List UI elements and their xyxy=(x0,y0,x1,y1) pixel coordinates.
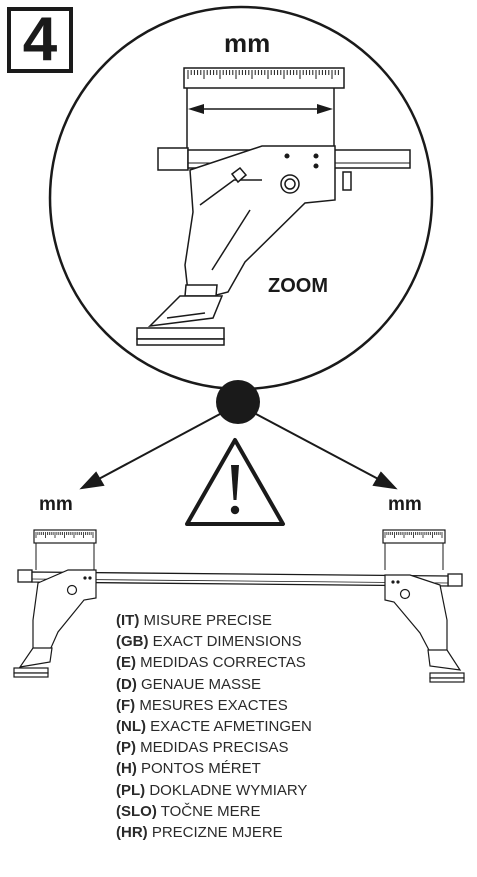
right-unit-label: mm xyxy=(388,494,422,515)
zoom-ruler xyxy=(183,67,345,148)
zoom-unit-label: mm xyxy=(224,28,271,58)
language-code: (PL) xyxy=(116,781,146,799)
language-text: MEDIDAS CORRECTAS xyxy=(140,654,306,672)
roof-bar xyxy=(17,569,463,587)
zoom-foot-drawing xyxy=(136,145,411,346)
step-number-box: 4 xyxy=(7,7,73,73)
language-code: (IT) xyxy=(116,612,140,629)
pointer-arrows xyxy=(79,413,398,490)
language-code: (HR) xyxy=(116,824,148,842)
right-foot xyxy=(384,574,465,683)
zoom-connector-dot xyxy=(216,380,260,424)
language-text: MEDIDAS PRECISAS xyxy=(140,739,289,757)
language-text: EXACT DIMENSIONS xyxy=(152,633,302,651)
left-ruler xyxy=(33,529,97,570)
zoom-label: ZOOM xyxy=(268,275,328,297)
step-number: 4 xyxy=(22,5,58,74)
dimension-arrow xyxy=(188,104,333,114)
language-text: MISURE PRECISE xyxy=(143,612,272,629)
language-code: (F) xyxy=(116,696,136,714)
language-code: (D) xyxy=(116,675,137,693)
language-item: (H) PONTOS MÉRET xyxy=(116,758,312,779)
language-item: (D) GENAUE MASSE xyxy=(116,674,312,695)
left-foot xyxy=(13,569,97,678)
language-item: (F) MESURES EXACTES xyxy=(116,695,312,716)
language-code: (H) xyxy=(116,760,137,778)
language-text: MESURES EXACTES xyxy=(139,696,288,714)
language-text: DOKLADNE WYMIARY xyxy=(149,781,308,799)
language-item: (E) MEDIDAS CORRECTAS xyxy=(116,652,312,673)
language-text: PONTOS MÉRET xyxy=(141,760,261,778)
language-text: PRECIZNE MJERE xyxy=(151,824,283,842)
language-code: (SLO) xyxy=(116,802,157,820)
left-unit-label: mm xyxy=(39,494,73,515)
language-code: (NL) xyxy=(116,718,146,736)
language-code: (P) xyxy=(116,739,136,757)
warning-triangle-icon xyxy=(185,438,285,526)
language-list: (IT) MISURE PRECISE (GB) EXACT DIMENSION… xyxy=(116,610,312,843)
language-text: GENAUE MASSE xyxy=(141,675,262,693)
language-item: (IT) MISURE PRECISE xyxy=(116,610,312,631)
language-item: (P) MEDIDAS PRECISAS xyxy=(116,737,312,758)
language-code: (E) xyxy=(116,654,136,672)
language-item: (NL) EXACTE AFMETINGEN xyxy=(116,716,312,737)
language-item: (GB) EXACT DIMENSIONS xyxy=(116,631,312,652)
language-text: EXACTE AFMETINGEN xyxy=(150,718,312,736)
language-item: (HR) PRECIZNE MJERE xyxy=(116,822,312,843)
language-code: (GB) xyxy=(116,633,149,651)
language-item: (PL) DOKLADNE WYMIARY xyxy=(116,780,312,801)
language-text: TOČNE MERE xyxy=(160,802,261,820)
language-item: (SLO) TOČNE MERE xyxy=(116,801,312,822)
right-ruler xyxy=(382,529,446,570)
